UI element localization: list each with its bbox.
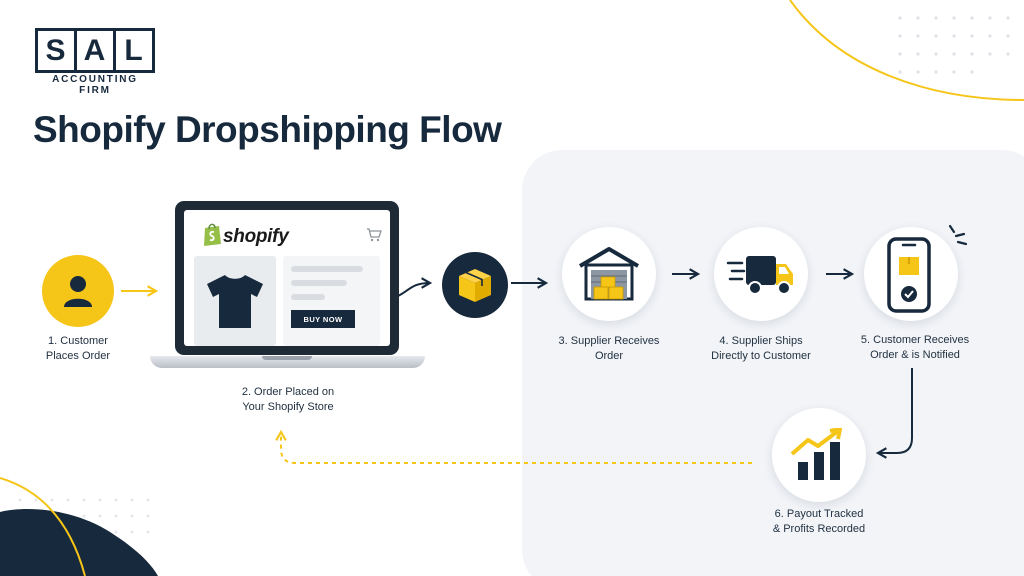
warehouse-icon	[578, 247, 640, 301]
shopify-bag-icon	[204, 223, 221, 246]
step-4-label: 4. Supplier Ships Directly to Customer	[696, 334, 826, 364]
text-placeholder-line	[291, 266, 363, 272]
store-page: shopify BUY NOW	[184, 210, 390, 346]
laptop-base	[150, 356, 425, 368]
step-6-label-line-2: & Profits Recorded	[772, 523, 866, 535]
step-3-label-line-2: Order	[594, 350, 624, 362]
laptop-store-icon: shopify BUY NOW	[175, 201, 399, 355]
package-icon	[459, 269, 491, 302]
logo-subtitle: ACCOUNTING FIRM	[52, 74, 138, 96]
product-details	[283, 256, 380, 346]
laptop-notch	[262, 356, 312, 360]
delivery-truck-icon	[726, 256, 793, 295]
step-4-label-line-1: 4. Supplier Ships	[719, 335, 803, 347]
step-2-label-line-1: 2. Order Placed on	[241, 386, 335, 398]
text-placeholder-line	[291, 294, 325, 300]
step-5-label: 5. Customer Receives Order & is Notified	[852, 333, 978, 363]
step-1-label-line-1: 1. Customer	[48, 335, 108, 347]
step-5-label-line-1: 5. Customer Receives	[860, 334, 970, 346]
logo-letter-l: L	[113, 31, 152, 70]
buy-now-button[interactable]: BUY NOW	[291, 310, 355, 328]
dot-grid-top-right	[898, 16, 1010, 74]
step-6-label: 6. Payout Tracked & Profits Recorded	[754, 507, 884, 537]
step-4-label-line-2: Directly to Customer	[711, 350, 811, 362]
phone-notification-icon	[887, 237, 931, 313]
step-6-circle	[772, 408, 866, 502]
step-6-label-line-1: 6. Payout Tracked	[774, 508, 864, 520]
cart-icon[interactable]	[366, 228, 382, 242]
tshirt-icon	[207, 275, 263, 328]
step-2-label-line-2: Your Shopify Store	[242, 401, 334, 413]
shopify-wordmark: shopify	[223, 226, 289, 247]
sal-logo: S A L	[35, 28, 155, 73]
package-circle	[442, 252, 508, 318]
step-2-label: 2. Order Placed on Your Shopify Store	[214, 385, 362, 415]
top-right-arc	[789, 0, 1024, 101]
growth-chart-icon	[790, 428, 842, 480]
bottom-left-navy-shape	[0, 509, 158, 576]
step-1-circle	[42, 255, 114, 327]
step-4-circle	[714, 227, 808, 321]
product-image	[194, 256, 276, 346]
bottom-left-arc	[0, 477, 86, 576]
page-title: Shopify Dropshipping Flow	[33, 109, 502, 150]
step-5-circle	[864, 227, 958, 321]
step-3-label: 3. Supplier Receives Order	[549, 334, 669, 364]
step-1-label: 1. Customer Places Order	[28, 334, 128, 364]
text-placeholder-line	[291, 280, 347, 286]
logo-letter-a: A	[74, 31, 113, 70]
step-3-label-line-1: 3. Supplier Receives	[558, 335, 660, 347]
step-5-label-line-2: Order & is Notified	[870, 349, 960, 361]
step-3-circle	[562, 227, 656, 321]
step-1-label-line-2: Places Order	[45, 350, 111, 362]
notification-burst-icon	[948, 224, 968, 246]
logo-letter-s: S	[45, 33, 67, 67]
person-icon	[64, 276, 92, 307]
